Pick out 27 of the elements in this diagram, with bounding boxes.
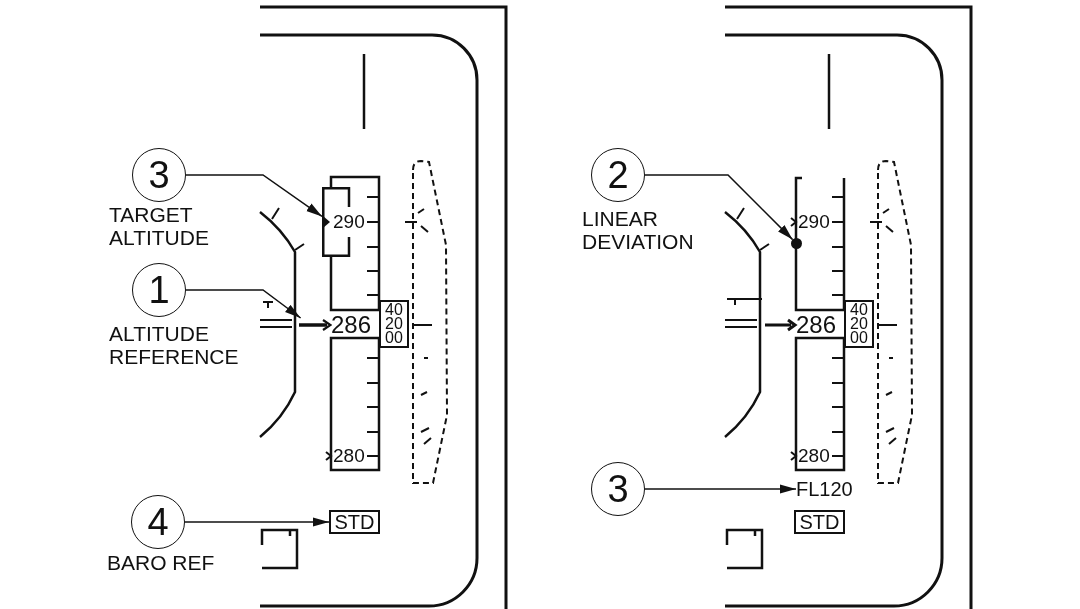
baro-setting-box: STD: [329, 510, 380, 534]
altitude-readout: 286: [331, 312, 372, 338]
baro-setting-box: STD: [794, 510, 845, 534]
leader-arrow: [185, 174, 323, 218]
reference-arrow-icon: [298, 318, 332, 332]
callout-caption: TARGET ALTITUDE: [109, 203, 210, 249]
callout-caption: LINEAR DEVIATION: [582, 207, 695, 253]
altitude-drum-box: [379, 300, 409, 348]
altitude-scale-number: 290: [798, 211, 830, 233]
drum-digits: 40: [385, 303, 403, 317]
altitude-readout: 286: [796, 312, 837, 338]
altitude-scale-number: 290: [333, 211, 365, 233]
altitude-scale-number: 280: [333, 445, 365, 467]
flight-level-text: FL120: [796, 478, 853, 500]
altitude-drum-box: [844, 300, 874, 348]
leader-arrow: [185, 289, 302, 319]
callout-caption: ALTITUDE REFERENCE: [109, 322, 240, 368]
drum-digits: 40: [850, 303, 868, 317]
drum-digits: 00: [385, 331, 403, 345]
leader-arrow: [184, 517, 330, 527]
drum-digits: 20: [850, 317, 868, 331]
drum-digits: 20: [385, 317, 403, 331]
leader-arrow: [644, 484, 797, 494]
leader-arrow: [644, 174, 794, 241]
drum-digits: 00: [850, 331, 868, 345]
callout-caption: BARO REF: [107, 551, 216, 574]
altitude-scale-number: 280: [798, 445, 830, 467]
